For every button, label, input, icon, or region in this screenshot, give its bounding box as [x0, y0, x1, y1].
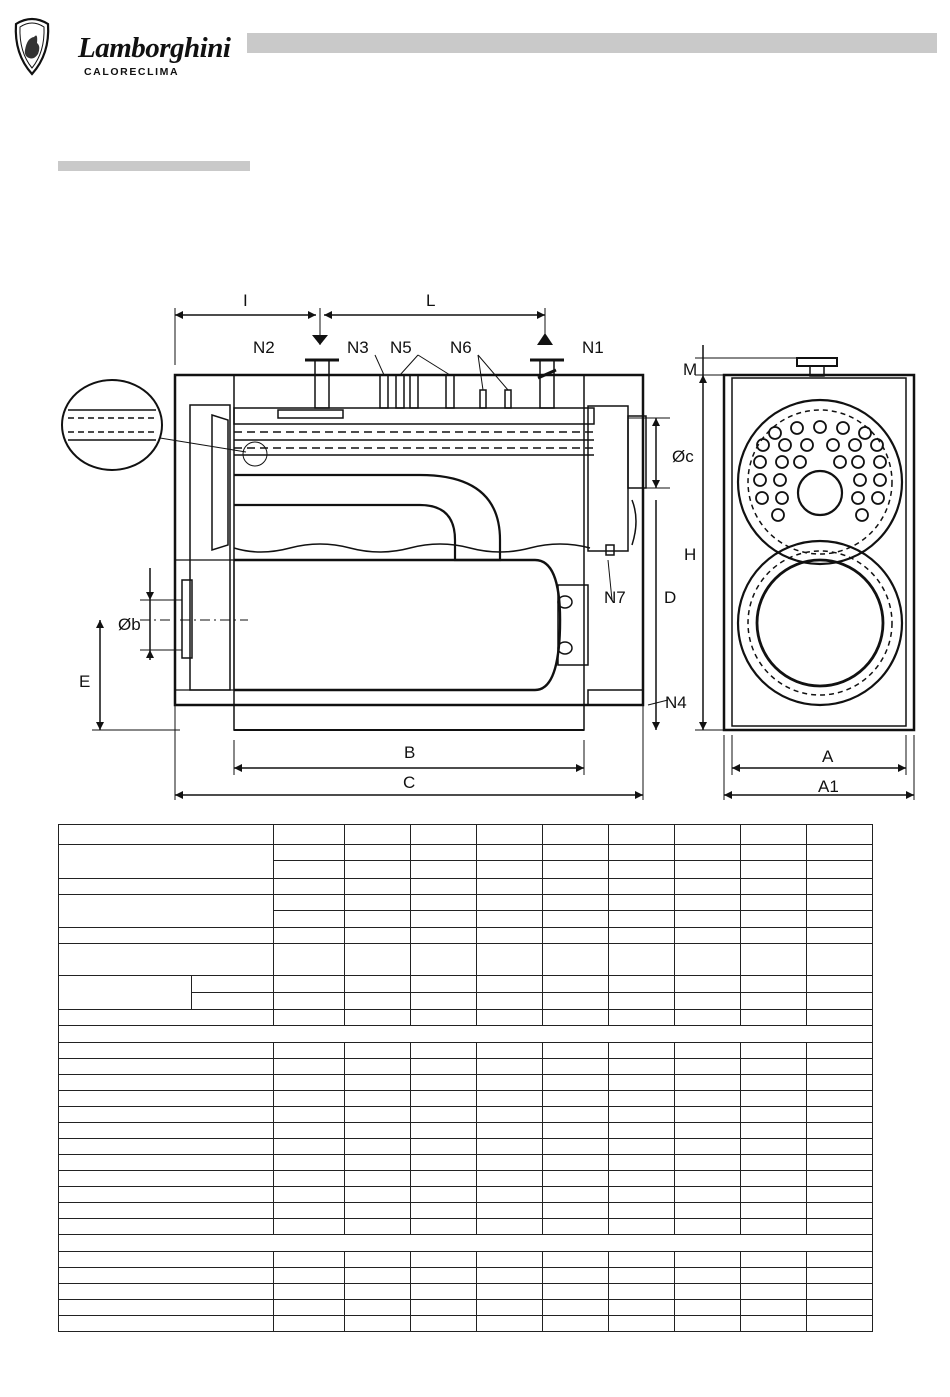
label-I: I [243, 291, 248, 310]
brand-subtitle: CALORECLIMA [84, 66, 180, 78]
label-A: A [822, 747, 834, 766]
label-N6: N6 [450, 338, 472, 357]
label-M: M [683, 360, 697, 379]
table-row [58, 1186, 873, 1203]
brand-logo: Lamborghini CALORECLIMA [8, 10, 248, 78]
table-row [58, 1122, 873, 1139]
label-C: C [403, 773, 415, 792]
label-L: L [426, 291, 435, 310]
table-section-row [58, 1025, 873, 1043]
shield-icon [14, 17, 50, 76]
label-D: D [664, 588, 676, 607]
table-section-row [58, 1234, 873, 1252]
boiler-dimension-drawing: I L N2 N3 N5 N6 N1 Øc N7 D N4 Øb E B C M… [61, 291, 916, 800]
table-row [58, 1074, 873, 1091]
table-row [58, 1009, 873, 1026]
table-row [58, 1202, 873, 1219]
label-N2: N2 [253, 338, 275, 357]
label-A1: A1 [818, 777, 839, 796]
brand-name: Lamborghini [78, 32, 231, 64]
spec-table [58, 824, 873, 1332]
label-N4: N4 [665, 693, 687, 712]
table-row [58, 1058, 873, 1075]
table-row [58, 1170, 873, 1187]
label-B: B [404, 743, 415, 762]
table-row [58, 1283, 873, 1300]
label-E: E [79, 672, 90, 691]
table-row [58, 1315, 873, 1332]
table-row [58, 1218, 873, 1235]
table-row [58, 844, 873, 879]
table-row [58, 1042, 873, 1059]
label-H: H [684, 545, 696, 564]
table-row [58, 1090, 873, 1107]
table-row [58, 878, 873, 895]
table-row [58, 894, 873, 928]
table-row [58, 1138, 873, 1155]
label-N3: N3 [347, 338, 369, 357]
table-row [58, 824, 873, 845]
table-row [58, 1106, 873, 1123]
table-row [58, 943, 873, 976]
label-N7: N7 [604, 588, 626, 607]
table-row [58, 1267, 873, 1284]
label-phi-b: Øb [118, 615, 141, 634]
label-N1: N1 [582, 338, 604, 357]
table-row [58, 1299, 873, 1316]
label-N5: N5 [390, 338, 412, 357]
table-row [58, 1251, 873, 1268]
table-row [58, 1154, 873, 1171]
label-phi-c: Øc [672, 447, 694, 466]
section-title-bar [58, 161, 250, 171]
header-bar [247, 33, 937, 53]
table-row [58, 975, 873, 1010]
table-row [58, 927, 873, 944]
table-row [59, 910, 873, 928]
